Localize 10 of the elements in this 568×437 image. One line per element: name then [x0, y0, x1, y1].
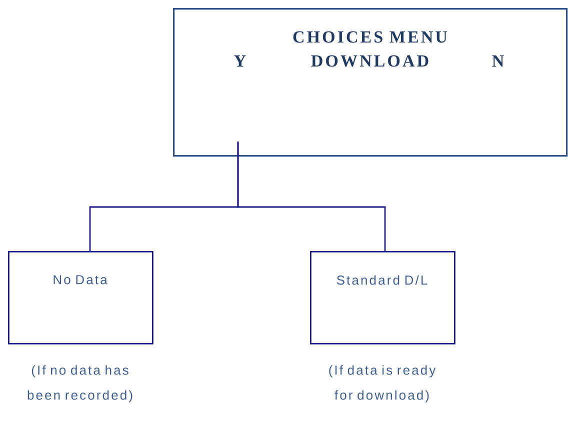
- menu-box: [173, 8, 568, 157]
- option-box: No Data: [8, 251, 154, 344]
- menu-option: Y: [234, 55, 246, 67]
- connector-line: [237, 142, 386, 251]
- note-text: (If no data has been recorded): [28, 365, 132, 402]
- menu-title: CHOICES MENU: [293, 31, 448, 43]
- menu-option: DOWNLOAD: [311, 55, 428, 67]
- note-text: (If data is ready for download): [329, 365, 436, 402]
- option-box: Standard D/L: [310, 251, 456, 344]
- menu-option: N: [492, 55, 504, 67]
